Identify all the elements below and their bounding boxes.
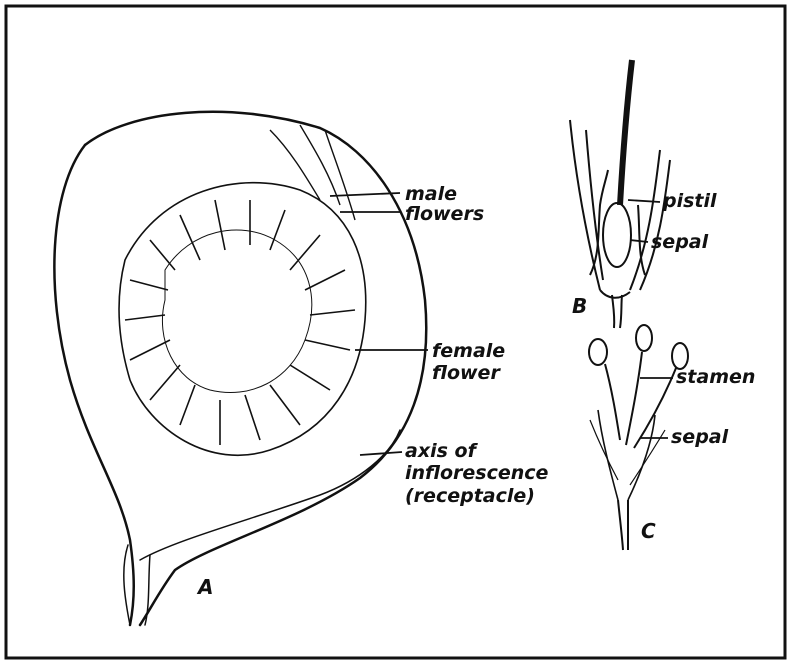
panel-label-a: A xyxy=(198,575,213,599)
panel-label-c: C xyxy=(641,519,656,543)
panel-label-b: B xyxy=(572,294,587,318)
label-sepal-c: sepal xyxy=(671,426,728,448)
label-male-flowers-2: flowers xyxy=(405,203,484,225)
label-female-flower-2: flower xyxy=(432,362,500,384)
label-female-flower-1: female xyxy=(432,340,505,362)
leader-lines xyxy=(330,193,673,455)
label-sepal-b: sepal xyxy=(651,231,708,253)
label-axis-1: axis of xyxy=(405,440,476,462)
flower-cavity xyxy=(119,125,366,455)
female-flower-drawing xyxy=(570,60,670,328)
label-axis-3: (receptacle) xyxy=(405,485,535,507)
label-pistil: pistil xyxy=(663,190,717,212)
label-stamen: stamen xyxy=(676,366,755,388)
label-male-flowers-1: male xyxy=(405,183,457,205)
fig-receptacle-drawing xyxy=(54,112,426,625)
border-frame xyxy=(6,6,785,658)
label-axis-2: inflorescence xyxy=(405,462,548,484)
